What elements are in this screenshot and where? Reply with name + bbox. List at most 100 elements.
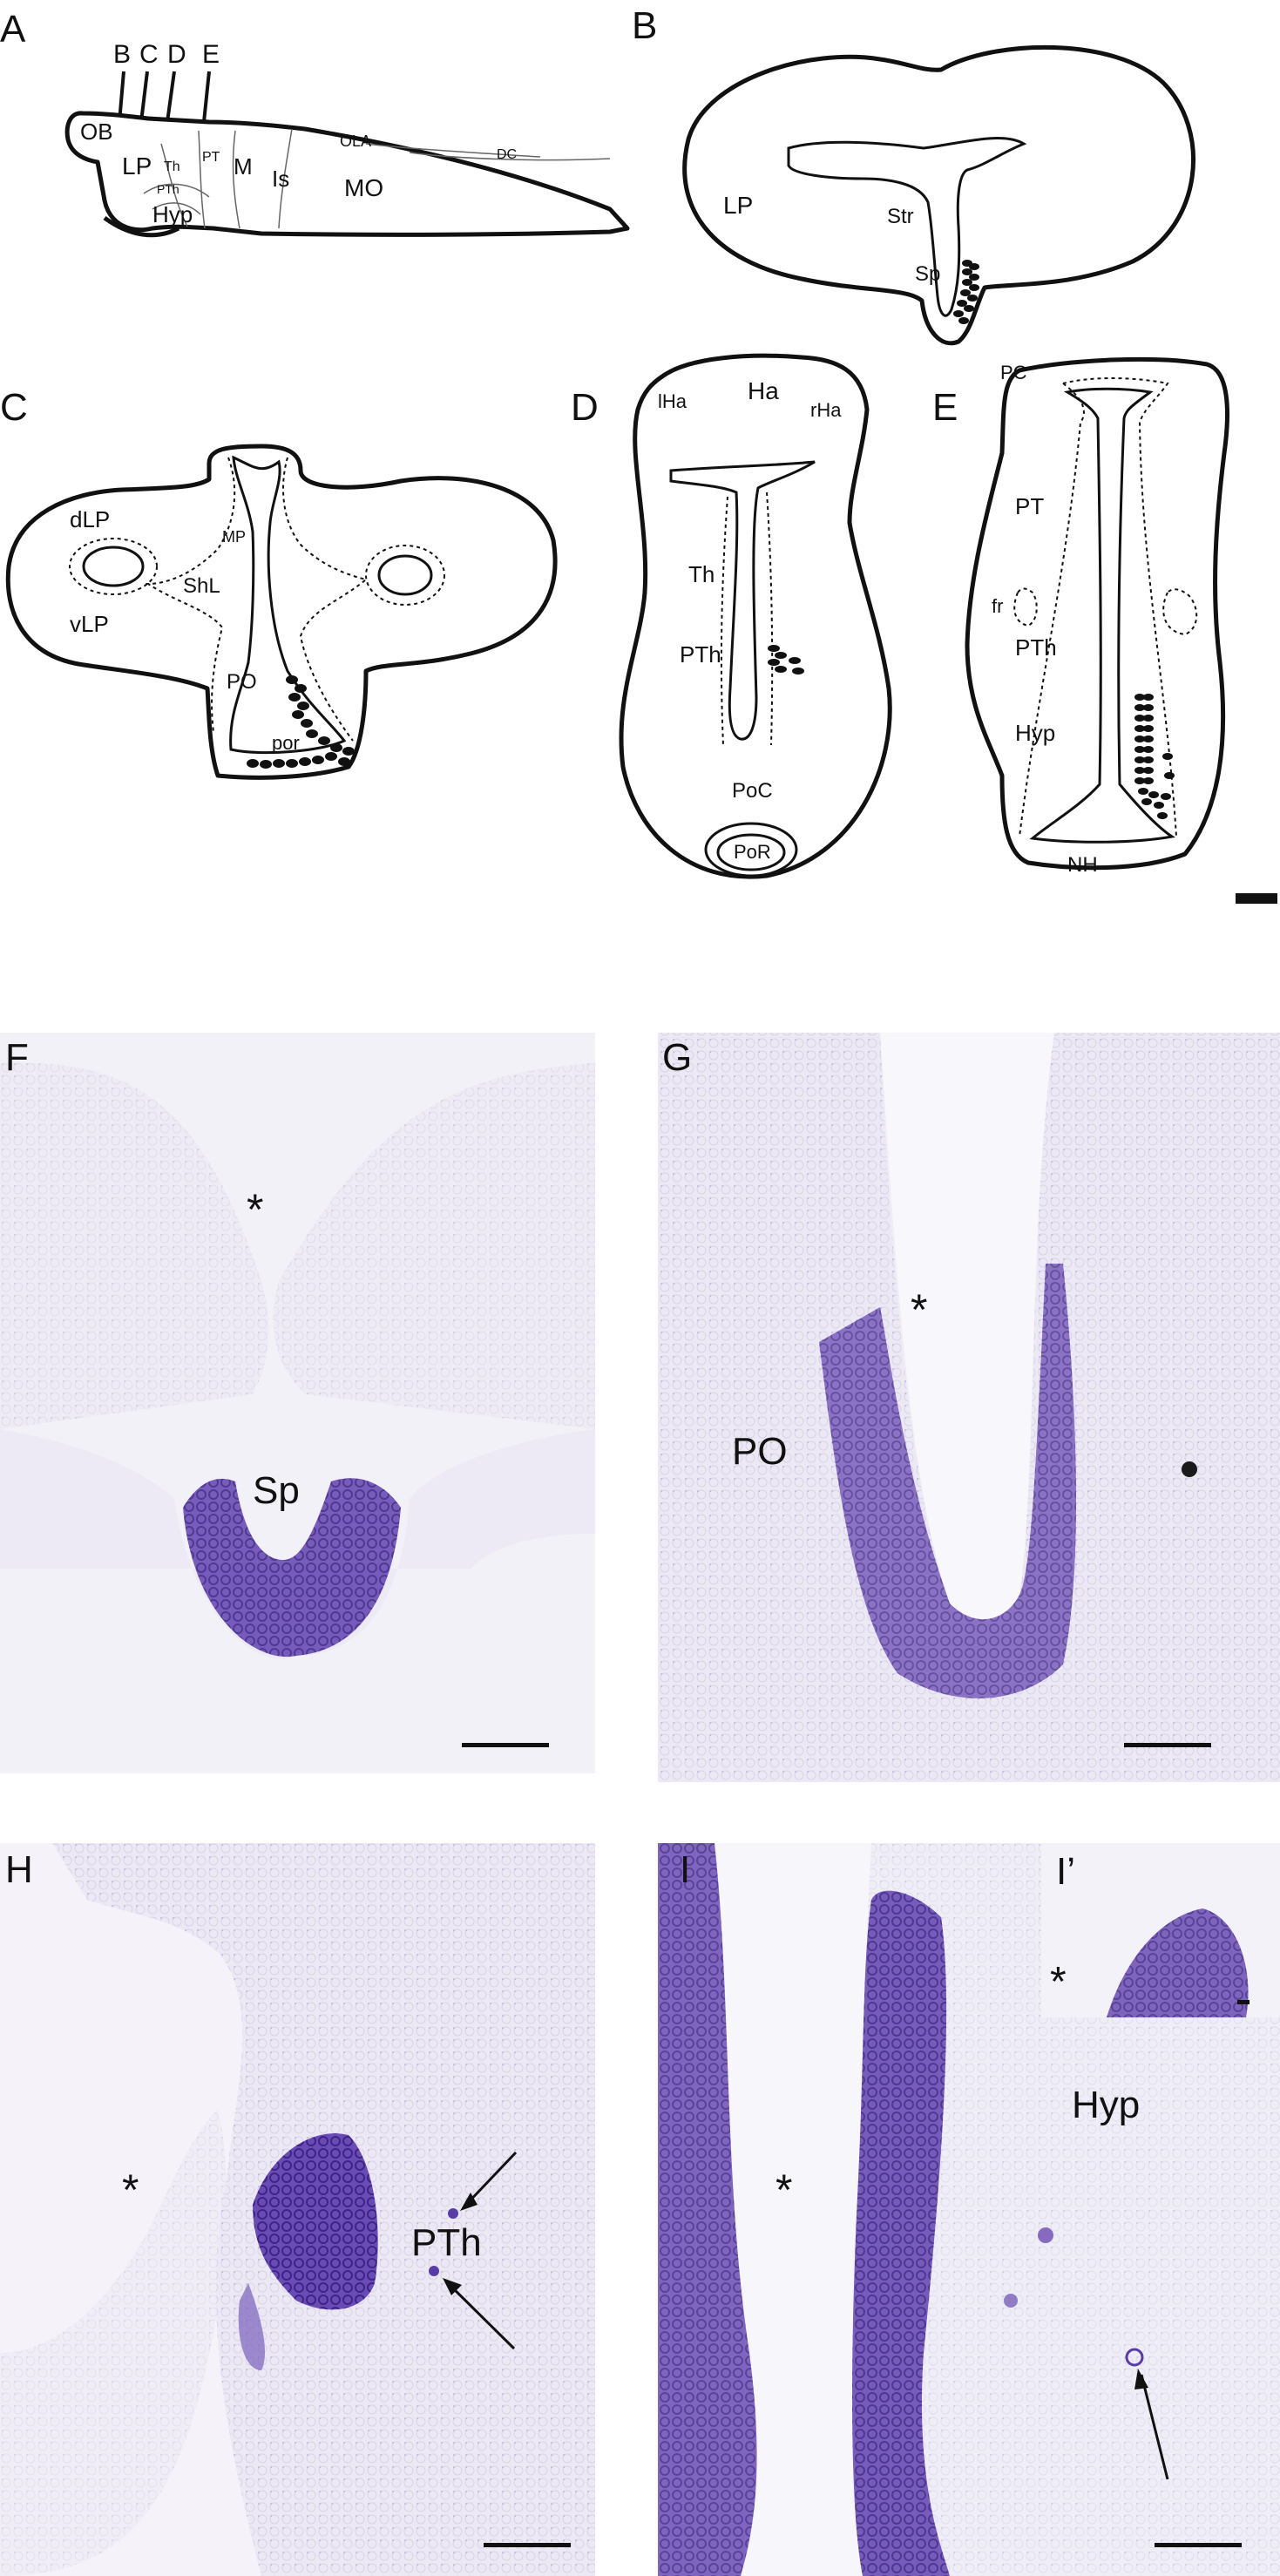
expression-dots-b [953, 260, 979, 324]
arrowhead-h-2 [443, 2278, 462, 2295]
region-line-1 [160, 143, 188, 227]
label-poc: PoC [732, 779, 773, 803]
label-po: PO [227, 670, 257, 694]
label-nh: NH [1067, 853, 1098, 877]
expression-dots-d [768, 645, 804, 675]
dlp-nucleus-left [82, 546, 145, 587]
inset-staining [1107, 1908, 1249, 2017]
panel-d: D lHa Ha rHa Th PTh PoC PoR [571, 353, 892, 879]
ventricle-asterisk-g: * [911, 1285, 927, 1334]
tissue-i-right [853, 1843, 1280, 2576]
section-e-outline [965, 356, 1229, 871]
panel-label-f: F [5, 1036, 29, 1079]
tissue-f-left [0, 1062, 269, 1429]
dlp-dashed-left [69, 538, 158, 595]
pth-staining-lower [238, 2283, 266, 2370]
label-ha: Ha [748, 377, 779, 404]
label-por: por [272, 732, 300, 754]
tissue-f-right [273, 1063, 595, 1429]
tissue-h-left [0, 2109, 227, 2576]
expression-dots-c [247, 675, 355, 769]
labeled-cell-2 [429, 2266, 439, 2276]
label-ob: OB [80, 119, 113, 145]
section-e-ventricle [1029, 387, 1175, 844]
lateral-brain-outline [64, 111, 630, 237]
debris-g [1182, 1461, 1197, 1477]
panel-label-i-prime: I’ [1056, 1850, 1075, 1893]
panel-label-b: B [632, 4, 657, 47]
label-pc: PC [1000, 362, 1027, 383]
arrowhead-i [1134, 2369, 1148, 2390]
section-line-e [202, 71, 211, 123]
panel-e: E PC PT fr PTh Hyp NH [932, 356, 1277, 904]
region-label-pth: PTh [411, 2221, 482, 2264]
panel-h: H * PTh [0, 1843, 595, 2576]
label-pt-e: PT [1015, 493, 1044, 519]
label-th-d: Th [688, 561, 714, 587]
panel-f: F * Sp [0, 1033, 595, 1773]
sp-staining [183, 1478, 401, 1657]
panel-c: C dLP vLP MP ShL PO por [0, 386, 558, 780]
label-str: Str [887, 205, 914, 228]
label-th: Th [164, 159, 180, 174]
panel-label-a: A [0, 8, 26, 51]
label-pt: PT [202, 150, 220, 165]
label-lha: lHa [658, 390, 687, 412]
por-inner [716, 833, 786, 871]
region-line-7 [365, 143, 541, 158]
ventricle-g [880, 1033, 1054, 1620]
section-c-ventricle-dashed [145, 457, 369, 742]
dlp-nucleus-right [377, 554, 433, 596]
i-left-wall-stain [658, 1843, 757, 2576]
region-label-po: PO [732, 1430, 788, 1473]
section-d-ventricle [669, 460, 816, 741]
panel-i: I’ * I * Hyp [658, 1843, 1280, 2576]
tissue-f-ventral [0, 1429, 595, 1659]
region-line-4 [278, 128, 293, 229]
section-e-ventricle-dashed [1019, 377, 1177, 837]
panel-label-d: D [571, 386, 599, 429]
section-mark-d: D [167, 40, 186, 69]
ventricle-asterisk-i: * [775, 2166, 792, 2214]
pth-staining [253, 2133, 378, 2310]
tissue-g [658, 1033, 1280, 1782]
fr-right [1162, 588, 1198, 636]
label-is: Is [272, 166, 289, 192]
label-pth-e: PTh [1015, 634, 1057, 661]
arrowhead-h-1 [460, 2193, 477, 2211]
scale-bar-i [1155, 2543, 1242, 2547]
label-lp-b: LP [723, 192, 753, 219]
fr-left [1013, 587, 1038, 627]
panel-label-g: G [662, 1036, 692, 1079]
region-line-2 [198, 130, 206, 229]
arrow-h-2 [444, 2280, 516, 2350]
hyp-staining [852, 1890, 950, 2576]
label-mo: MO [344, 174, 383, 201]
region-label-hyp: Hyp [1072, 2084, 1140, 2126]
section-line-d [166, 71, 176, 123]
label-dc: DC [497, 147, 517, 162]
label-pth: PTh [157, 182, 179, 196]
label-hyp: Hyp [152, 201, 193, 227]
labeled-cell-i-2 [1004, 2294, 1018, 2308]
label-vlp: vLP [70, 611, 109, 637]
panel-label-c: C [0, 386, 28, 429]
label-dlp: dLP [70, 506, 110, 532]
label-pth-d: PTh [680, 641, 721, 668]
expression-dots-e [1134, 694, 1175, 819]
labeled-cell-i-3 [1125, 2348, 1144, 2367]
label-mp: MP [222, 528, 246, 546]
photo-figure: F * Sp G * PO H * PTh [0, 1033, 1280, 2576]
dlp-dashed-right [365, 545, 445, 606]
section-mark-b: B [113, 40, 131, 69]
label-ola: OLA [340, 132, 371, 150]
scale-bar-h [484, 2543, 571, 2547]
diagram-figure: A B C D E OB LP Th PTh Hyp PT M Is OLA D… [0, 4, 1277, 904]
arrow-i [1140, 2374, 1169, 2480]
label-lp: LP [122, 153, 152, 180]
inset-ventricle-asterisk: * [1050, 1959, 1067, 2005]
label-rha: rHa [810, 399, 842, 421]
panel-label-e: E [932, 386, 958, 429]
panel-g: G * PO [658, 1033, 1280, 1782]
section-mark-c: C [139, 40, 159, 69]
